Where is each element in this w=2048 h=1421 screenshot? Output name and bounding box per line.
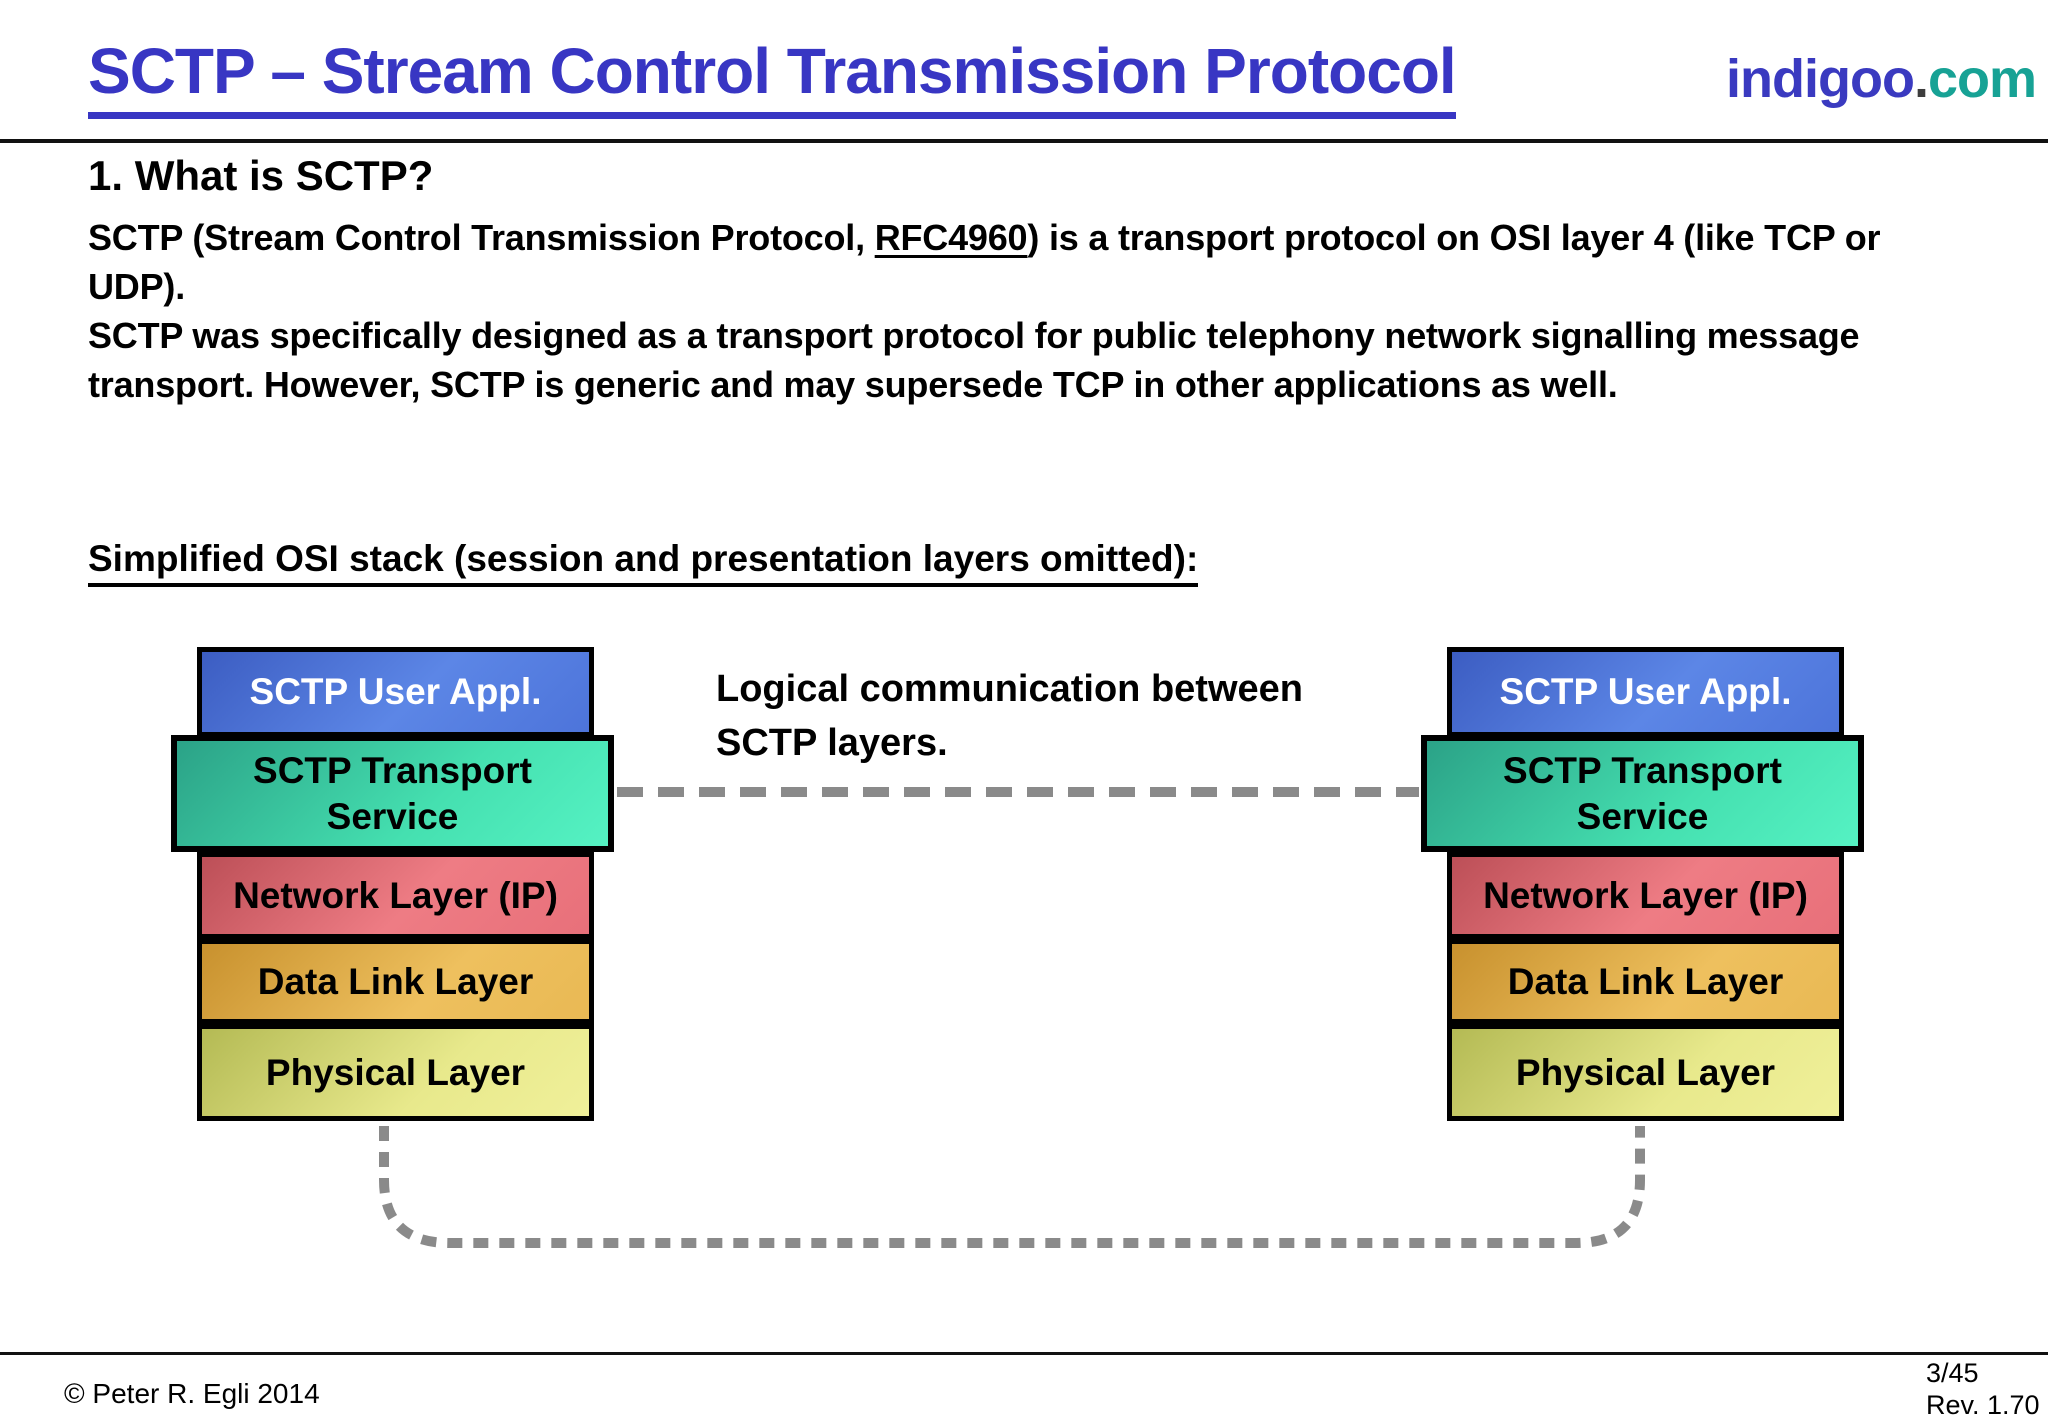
logical-link-dashed-line	[617, 787, 1419, 797]
layer-label: SCTP User Appl.	[1499, 671, 1792, 712]
layer-network-ip: Network Layer (IP)	[1447, 852, 1844, 939]
layer-label: Data Link Layer	[1507, 960, 1784, 1002]
logo-tld: com	[1927, 49, 2037, 109]
para1-after: ) is a transport protocol on OSI layer 4…	[88, 217, 1881, 307]
layer-label: SCTP Transport Service	[1503, 749, 1782, 837]
layer-label: SCTP Transport Service	[253, 749, 532, 837]
layer-data-link: Data Link Layer	[1447, 939, 1844, 1024]
layer-network-ip: Network Layer (IP)	[197, 852, 594, 939]
para1-before: SCTP (Stream Control Transmission Protoc…	[88, 217, 875, 258]
page-number: 3/45	[1926, 1358, 1979, 1388]
diagram-annotation: Logical communication between SCTP layer…	[716, 668, 1303, 764]
layer-label: Network Layer (IP)	[1483, 874, 1808, 916]
body-text: SCTP (Stream Control Transmission Protoc…	[88, 213, 1978, 409]
layer-physical: Physical Layer	[197, 1024, 594, 1121]
stack-heading: Simplified OSI stack (session and presen…	[88, 538, 1199, 587]
paragraph-2: SCTP was specifically designed as a tran…	[88, 315, 1860, 405]
layer-label: Network Layer (IP)	[233, 874, 558, 916]
revision-number: Rev. 1.70	[1926, 1390, 2040, 1420]
indigoo-logo: indigoo.com	[1726, 48, 2037, 110]
layer-label: Physical Layer	[265, 1051, 526, 1093]
layer-sctp-user-appl: SCTP User Appl.	[197, 647, 594, 737]
page-revision-block: 3/45 Rev. 1.70	[1926, 1357, 2040, 1421]
logo-dot: .	[1913, 49, 1929, 109]
paragraph-1: SCTP (Stream Control Transmission Protoc…	[88, 213, 1978, 311]
layer-sctp-transport-service: SCTP Transport Service	[1421, 735, 1864, 852]
layer-label: Data Link Layer	[257, 960, 534, 1002]
layer-physical: Physical Layer	[1447, 1024, 1844, 1121]
logo-name: indigoo	[1726, 49, 1915, 109]
layer-label: Physical Layer	[1515, 1051, 1776, 1093]
layer-data-link: Data Link Layer	[197, 939, 594, 1024]
layer-sctp-transport-service: SCTP Transport Service	[171, 735, 614, 852]
copyright-text: © Peter R. Egli 2014	[64, 1378, 320, 1409]
section-heading: 1. What is SCTP?	[88, 152, 434, 199]
layer-sctp-user-appl: SCTP User Appl.	[1447, 647, 1844, 737]
header-divider	[0, 139, 2048, 143]
layer-label: SCTP User Appl.	[249, 671, 542, 712]
rfc4960-reference: RFC4960	[874, 217, 1028, 258]
slide-title: SCTP – Stream Control Transmission Proto…	[88, 34, 1457, 119]
footer-divider	[0, 1352, 2048, 1355]
